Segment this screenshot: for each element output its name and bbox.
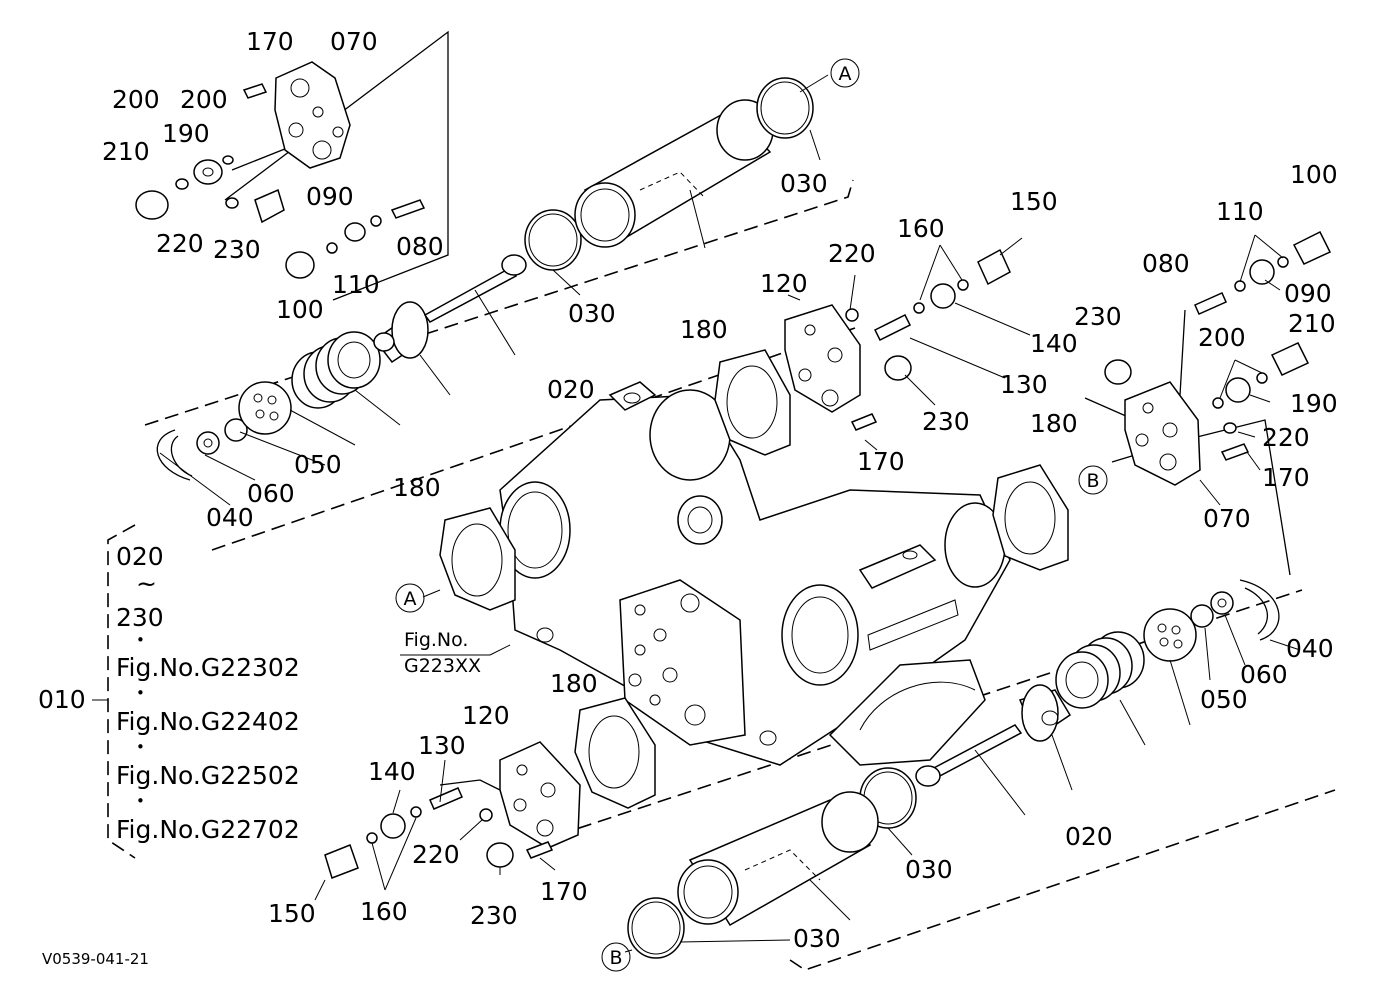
label-090: 090 [306, 182, 354, 211]
label-070: 070 [1203, 504, 1251, 533]
label-040: 040 [1286, 634, 1334, 663]
label-020: 020 [547, 375, 595, 404]
label-130: 130 [1000, 370, 1048, 399]
assembly-bracket [92, 524, 511, 859]
label-030: 030 [780, 169, 828, 198]
label-120: 120 [760, 269, 808, 298]
label-170: 170 [540, 877, 588, 906]
label-180: 180 [550, 669, 598, 698]
callout-a-left: A [404, 588, 417, 610]
part-labels: 170 070 200 200 190 210 220 230 090 080 … [102, 27, 1338, 953]
assembly-bullet: • [136, 684, 145, 702]
callout-b-right: B [1086, 470, 1099, 492]
label-050: 050 [294, 450, 342, 479]
fig-ref-line1: Fig.No. [404, 629, 468, 651]
label-100: 100 [276, 295, 324, 324]
figure-code: V0539-041-21 [42, 950, 149, 968]
label-220: 220 [412, 840, 460, 869]
assembly-bullet: • [136, 792, 145, 810]
label-120: 120 [462, 701, 510, 730]
label-200: 200 [180, 85, 228, 114]
label-030: 030 [793, 924, 841, 953]
label-180: 180 [680, 315, 728, 344]
assembly-ref-2: Fig.No.G22402 [116, 707, 300, 736]
label-040: 040 [206, 503, 254, 532]
label-050: 050 [1200, 685, 1248, 714]
label-060: 060 [1240, 660, 1288, 689]
fig-ref-line2: G223XX [404, 655, 481, 677]
label-160: 160 [897, 214, 945, 243]
assembly-bullet: • [136, 738, 145, 756]
upper-left-cover-assembly [135, 30, 449, 301]
label-180: 180 [1030, 409, 1078, 438]
gaskets [439, 349, 1069, 809]
label-140: 140 [1030, 329, 1078, 358]
label-030: 030 [905, 855, 953, 884]
callout-a-top: A [839, 63, 852, 85]
assembly-bullet: • [136, 631, 145, 649]
figure-reference: Fig.No. G223XX [404, 629, 481, 677]
assembly-ref-4: Fig.No.G22702 [116, 815, 300, 844]
label-170: 170 [1262, 463, 1310, 492]
label-080: 080 [396, 232, 444, 261]
label-140: 140 [368, 757, 416, 786]
assembly-to: 230 [116, 603, 164, 632]
label-150: 150 [268, 899, 316, 928]
label-180: 180 [393, 473, 441, 502]
label-230: 230 [922, 407, 970, 436]
label-030: 030 [568, 299, 616, 328]
label-110: 110 [332, 270, 380, 299]
label-070: 070 [330, 27, 378, 56]
label-130: 130 [418, 731, 466, 760]
callouts: A B A B [395, 58, 1108, 972]
label-100: 100 [1290, 160, 1338, 189]
lower-spring [1055, 631, 1145, 709]
upper-cylinder-assembly [156, 74, 829, 506]
label-220: 220 [156, 229, 204, 258]
label-200: 200 [1198, 323, 1246, 352]
label-200: 200 [112, 85, 160, 114]
label-160: 160 [360, 897, 408, 926]
label-090: 090 [1284, 279, 1332, 308]
label-190: 190 [162, 119, 210, 148]
lower-cylinder-assembly [624, 579, 1301, 959]
label-150: 150 [1010, 187, 1058, 216]
assembly-list: 010 020 ~ 230 • Fig.No.G22302 • Fig.No.G… [38, 542, 300, 844]
assembly-ref-3: Fig.No.G22502 [116, 761, 300, 790]
assembly-number: 010 [38, 685, 86, 714]
assembly-from: 020 [116, 542, 164, 571]
label-230: 230 [470, 901, 518, 930]
main-housing [499, 381, 1011, 766]
assembly-ref-1: Fig.No.G22302 [116, 653, 300, 682]
label-060: 060 [247, 479, 295, 508]
right-cover-assembly [1084, 230, 1332, 576]
label-170: 170 [857, 447, 905, 476]
label-170: 170 [246, 27, 294, 56]
label-190: 190 [1290, 389, 1338, 418]
label-230: 230 [1074, 302, 1122, 331]
middle-cover-assembly [784, 237, 1031, 451]
label-080: 080 [1142, 249, 1190, 278]
label-020: 020 [1065, 822, 1113, 851]
label-220: 220 [1262, 423, 1310, 452]
label-230: 230 [213, 235, 261, 264]
upper-spring [291, 331, 381, 409]
label-220: 220 [828, 239, 876, 268]
label-210: 210 [102, 137, 150, 166]
lower-left-cover-assembly [314, 741, 581, 901]
label-210: 210 [1288, 309, 1336, 338]
assembly-tilde: ~ [136, 569, 157, 598]
label-110: 110 [1216, 197, 1264, 226]
callout-b-bottom: B [609, 947, 622, 969]
